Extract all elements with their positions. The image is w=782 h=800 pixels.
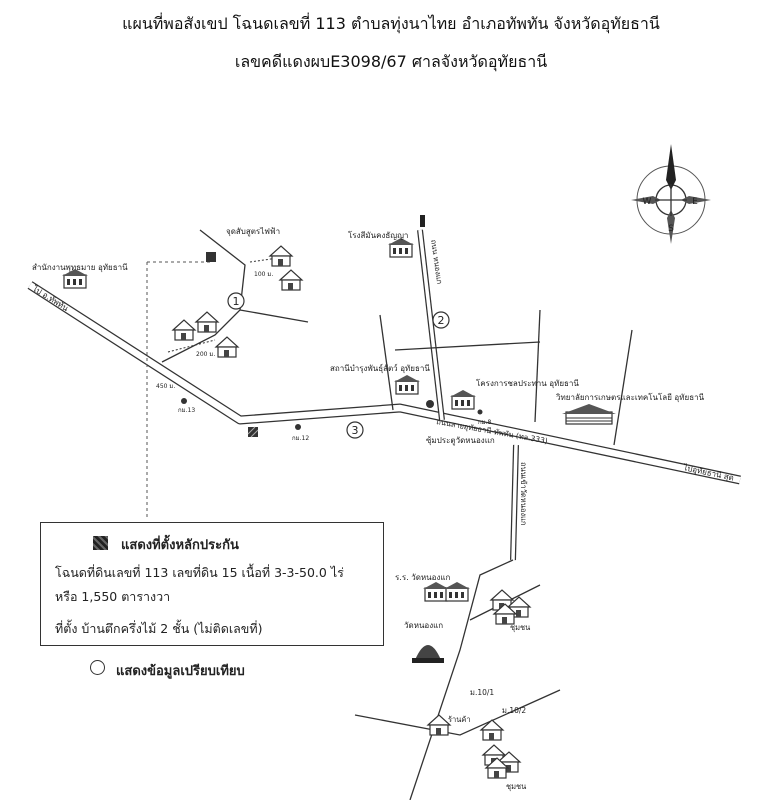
label-km-a: กม.13 (178, 407, 195, 414)
comparison-marker-1: 1 (227, 292, 245, 310)
svg-text:S: S (668, 224, 674, 234)
label-school: ร.ร. วัดหนองแก (395, 573, 451, 582)
place-labels: จุดสับสูตรไฟฟ้า สำนักงานพุทธมาย อุทัยธาน… (30, 227, 735, 791)
label-house-2: ม.10/2 (502, 706, 526, 715)
km-post-13 (181, 398, 187, 404)
svg-text:2: 2 (438, 314, 445, 327)
svg-text:E: E (692, 197, 698, 207)
label-substation: จุดสับสูตรไฟฟ้า (226, 227, 280, 237)
main-road (27, 281, 741, 485)
label-police: สำนักงานพุทธมาย อุทัยธานี (32, 263, 128, 272)
comparison-marker-2: 2 (432, 311, 450, 329)
km-post-8 (477, 409, 483, 415)
label-community-1: ชุมชน (510, 623, 530, 632)
collateral-pin (247, 426, 259, 438)
label-road-right: ไปอุทัยธานี สุด (682, 463, 735, 483)
comparison-circle-icon (90, 660, 105, 675)
label-house-1: ม.10/1 (470, 688, 494, 697)
legend-line-3: ที่ตั้ง บ้านตึกครึ่งไม้ 2 ชั้น (ไม่ติดเล… (55, 621, 263, 636)
legend-line-1: โฉนดที่ดินเลขที่ 113 เลขที่ดิน 15 เนื้อท… (55, 565, 344, 580)
comparison-marker-3: 3 (346, 421, 364, 439)
km-post-12 (295, 424, 301, 430)
label-dist-a: 100 ม. (254, 271, 273, 278)
legend-box: แสดงที่ตั้งหลักประกัน โฉนดที่ดินเลขที่ 1… (40, 522, 384, 646)
compass-rose-icon: N S E W (631, 144, 711, 244)
label-km-b: กม.12 (292, 435, 309, 442)
label-dist-b: 200 ม. (196, 351, 215, 358)
legend-circle-title: แสดงข้อมูลเปรียบเทียบ (116, 664, 245, 679)
label-junction: ซุ้มประตูวัดหนองแก (426, 436, 495, 446)
svg-text:1: 1 (233, 295, 240, 308)
label-irrigation: โครงการชลประทาน อุทัยธานี (476, 378, 579, 388)
label-side-road: ถนนเข้าวัดหนองแก (519, 462, 528, 525)
map-title: แผนที่พอสังเขป โฉนดเลขที่ 113 ตำบลทุ่งนา… (122, 14, 660, 33)
label-shop: ร้านค้า (448, 715, 471, 724)
legend-line-2: หรือ 1,550 ตารางวา (55, 589, 171, 604)
label-rice-mill: โรงสีมันคงธัญญา (348, 230, 408, 240)
irrigation-marker (426, 400, 434, 408)
label-dist-c: 450 ม. (156, 383, 175, 390)
svg-text:W: W (643, 197, 652, 207)
label-km-c: กม.8 (478, 419, 491, 426)
map-subtitle: เลขคดีแดงผบE3098/67 ศาลจังหวัดอุทัยธานี (234, 52, 548, 71)
svg-text:N: N (667, 172, 674, 183)
collateral-hatch-icon (93, 536, 108, 550)
label-station: สถานีบำรุงพันธุ์สัตว์ อุทัยธานี (330, 363, 430, 373)
side-roads (146, 229, 633, 800)
buildings (61, 215, 616, 779)
label-vertical-road: ถนน หนองแก (429, 239, 444, 285)
label-community-2: ชุมชน (506, 782, 526, 791)
label-temple: วัดหนองแก (404, 621, 443, 630)
svg-text:3: 3 (352, 424, 359, 437)
legend-pin-title: แสดงที่ตั้งหลักประกัน (121, 538, 239, 553)
label-college: วิทยาลัยการเกษตรและเทคโนโลยี อุทัยธานี (555, 392, 704, 402)
